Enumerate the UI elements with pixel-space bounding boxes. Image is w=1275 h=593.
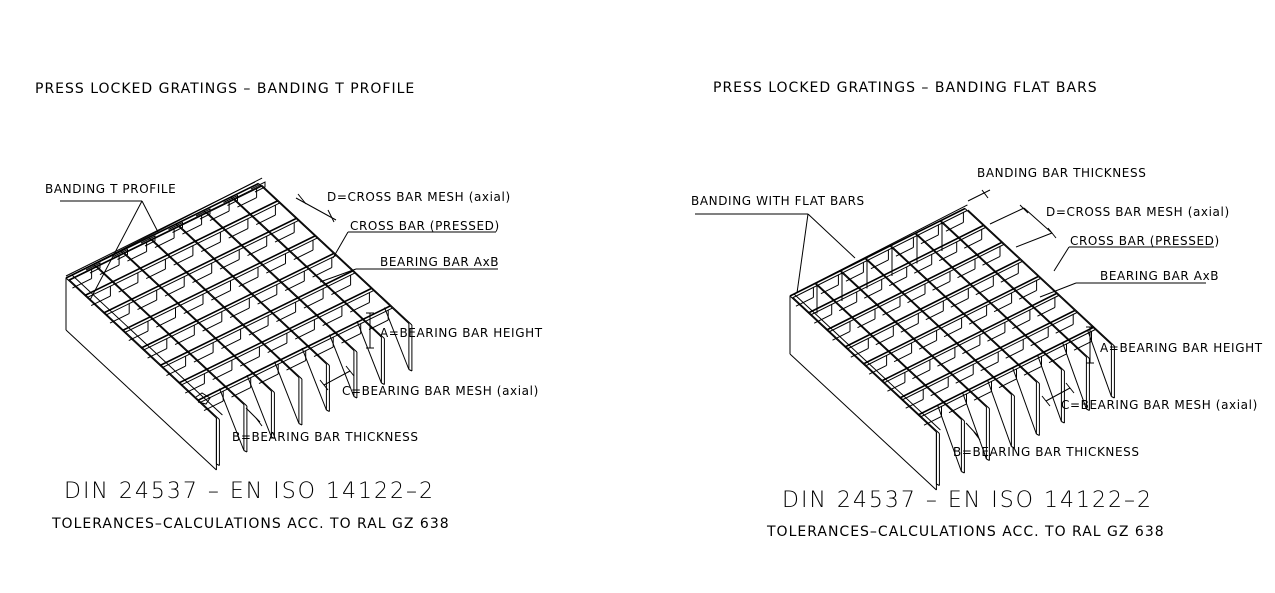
right-standard: DIN 24537 – EN ISO 14122–2 [782,488,1153,513]
dimension-bearing-bar-mesh: C=BEARING BAR MESH (axial) [319,365,539,398]
dimension-cross-bar-mesh: D=CROSS BAR MESH (axial) [989,204,1230,248]
dimension-bearing-bar-height: A=BEARING BAR HEIGHT [1086,326,1263,364]
callout-banding-label: BANDING T PROFILE [45,182,176,196]
dimension-cross-bar-mesh: D=CROSS BAR MESH (axial) [295,190,511,223]
dimension-bearing-bar-mesh: C=BEARING BAR MESH (axial) [1041,382,1258,412]
callout-bearing-bar-label: BEARING BAR AxB [380,255,499,269]
dimension-bearing-bar-thickness: B=BEARING BAR THICKNESS [232,407,419,444]
dimension-mesh-label: C=BEARING BAR MESH (axial) [1061,398,1258,412]
dimension-bearing-bar-thickness: B=BEARING BAR THICKNESS [953,422,1140,459]
callout-bearing-bar: BEARING BAR AxB [1039,269,1219,298]
right-grating-drawing [789,204,1115,491]
t-profile-banding [65,181,266,405]
left-title: PRESS LOCKED GRATINGS – BANDING T PROFIL… [35,81,415,97]
callout-banding-bar-thickness: BANDING BAR THICKNESS [967,166,1146,202]
left-panel: PRESS LOCKED GRATINGS – BANDING T PROFIL… [35,81,543,532]
dimension-height-label: A=BEARING BAR HEIGHT [380,326,543,340]
callout-cross-bar: CROSS BAR (PRESSED) [332,219,500,259]
callout-banding-flat-bars: BANDING WITH FLAT BARS [691,194,865,294]
right-title: PRESS LOCKED GRATINGS – BANDING FLAT BAR… [713,80,1098,96]
right-panel: PRESS LOCKED GRATINGS – BANDING FLAT BAR… [691,80,1263,540]
banding-bar-thickness-label: BANDING BAR THICKNESS [977,166,1146,180]
callout-cross-bar-label: CROSS BAR (PRESSED) [1070,234,1220,248]
left-standard: DIN 24537 – EN ISO 14122–2 [64,479,435,504]
left-grating-drawing [65,177,413,471]
callout-bearing-bar-label: BEARING BAR AxB [1100,269,1219,283]
callout-cross-bar-label: CROSS BAR (PRESSED) [350,219,500,233]
right-tolerances: TOLERANCES–CALCULATIONS ACC. TO RAL GZ 6… [766,524,1165,540]
dimension-height-label: A=BEARING BAR HEIGHT [1100,341,1263,355]
dimension-bearing-bar-height: A=BEARING BAR HEIGHT [366,312,543,349]
callout-cross-bar: CROSS BAR (PRESSED) [1053,234,1220,272]
callout-banding-label: BANDING WITH FLAT BARS [691,194,865,208]
dimension-cross-bar-mesh-label: D=CROSS BAR MESH (axial) [327,190,511,204]
dimension-thickness-label: B=BEARING BAR THICKNESS [953,445,1140,459]
callout-bearing-bar: BEARING BAR AxB [319,255,499,283]
left-tolerances: TOLERANCES–CALCULATIONS ACC. TO RAL GZ 6… [51,516,450,532]
callout-banding-t-profile: BANDING T PROFILE [45,182,176,301]
dimension-mesh-label: C=BEARING BAR MESH (axial) [342,384,539,398]
dimension-thickness-label: B=BEARING BAR THICKNESS [232,430,419,444]
dimension-cross-bar-mesh-label: D=CROSS BAR MESH (axial) [1046,205,1230,219]
